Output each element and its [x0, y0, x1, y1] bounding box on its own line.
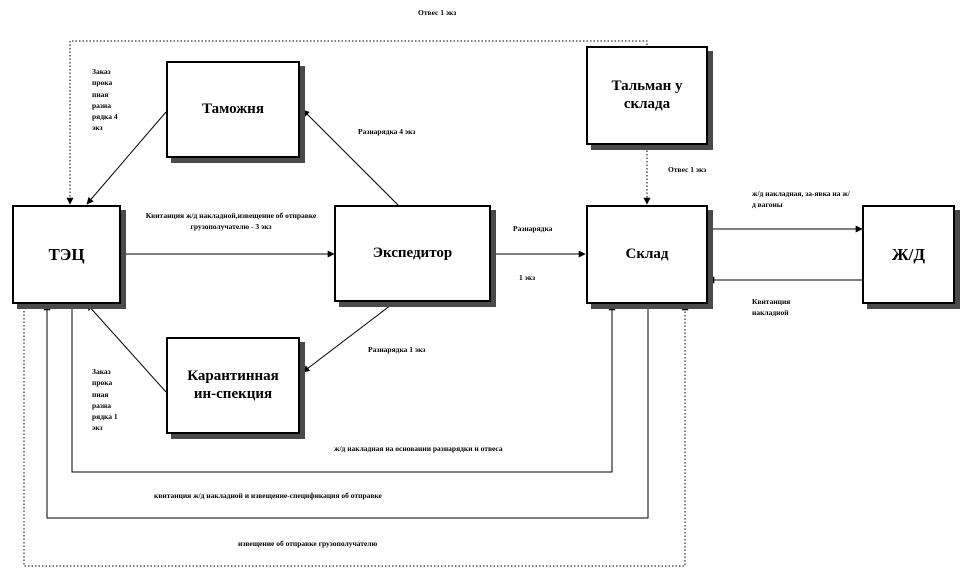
label-notice-consignee: извещение об отправке грузополучателю — [238, 539, 378, 548]
quarantine-tec-arrow — [86, 303, 167, 393]
label-customs-order: Заказ прока пная разна рядка 4 экз — [92, 67, 118, 133]
customs-tec-arrow — [86, 111, 167, 205]
warehouse-tec-loop — [43, 302, 649, 519]
label-receipt-spec: квитанция ж/д накладной и извещение-спец… — [154, 491, 382, 500]
node-customs: Таможня — [166, 61, 300, 158]
label-otves-tallyman: Отвес 1 экз — [668, 165, 707, 174]
label-wh-invoice-basis: ж/д накладная на основании разнарядки и … — [334, 444, 503, 453]
otves-dotted-line — [66, 40, 648, 205]
expeditor-customs-arrow — [302, 109, 399, 206]
expeditor-quarantine-arrow — [302, 301, 396, 373]
node-rail: Ж/Д — [862, 205, 955, 304]
node-warehouse: Склад — [586, 205, 708, 304]
node-expeditor: Экспедитор — [334, 205, 491, 302]
label-receipt-rail: Квитанция накладной — [752, 297, 791, 318]
label-invoice-tec: Квитанция ж/д накладной,извещение об отп… — [145, 211, 317, 232]
label-razn-customs: Разнарядка 4 экз — [358, 127, 416, 136]
node-tec: ТЭЦ — [12, 205, 121, 304]
label-razn-quarantine: Разнарядка 1 экз — [368, 345, 426, 354]
label-quarantine-order: Заказ прока пная разна рядка 1 экз — [92, 367, 118, 433]
label-one-copy: 1 экз — [519, 273, 536, 282]
node-quarantine: Карантинная ин-спекция — [166, 337, 300, 434]
node-tallyman: Тальман у склада — [586, 46, 708, 145]
label-razn-wh: Разнарядка — [513, 224, 553, 233]
label-rail-invoice: ж/д накладная, за-явка на ж/д вагоны — [752, 189, 850, 210]
dotted-outer-loop — [23, 303, 689, 567]
tec-warehouse-loop — [71, 303, 616, 473]
label-top-otves: Отвес 1 экз — [418, 8, 457, 17]
